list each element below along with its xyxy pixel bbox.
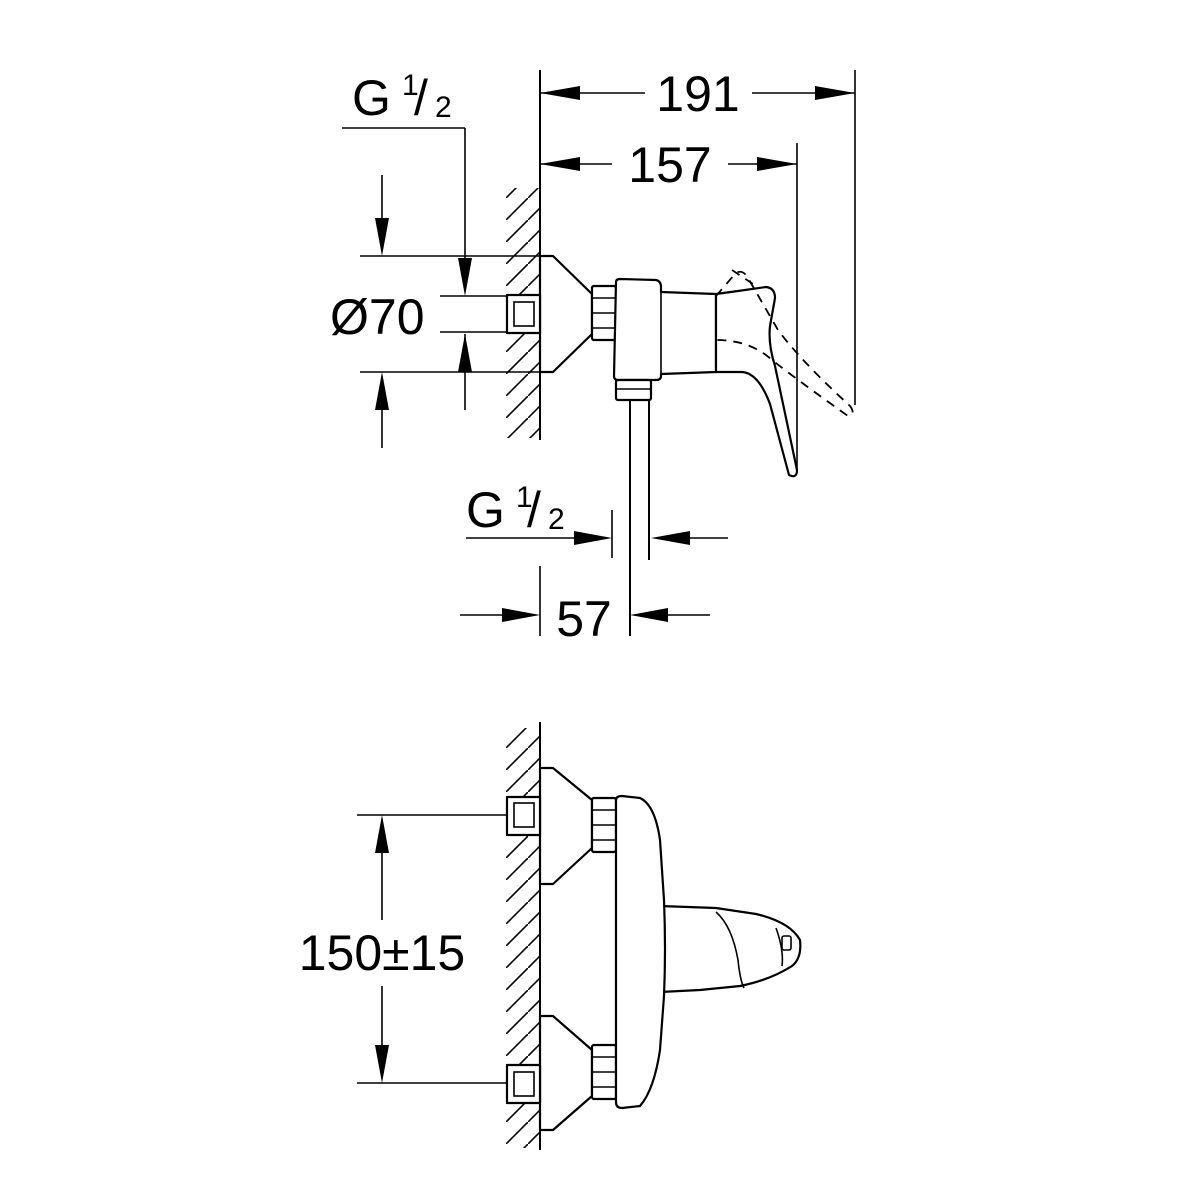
wall-hatching-top	[506, 70, 541, 440]
lever-handle-front	[658, 904, 802, 994]
thread-label-outlet: G 1 / 2	[466, 481, 728, 558]
svg-text:G: G	[466, 482, 505, 538]
thread-label-top: G 1 / 2	[342, 69, 507, 410]
lever-handle-open-dashed	[715, 270, 854, 417]
mixer-body-front	[614, 794, 667, 1110]
side-view: 191 157 G 1 / 2	[330, 66, 856, 647]
svg-text:2: 2	[435, 91, 452, 124]
flange-upper	[538, 766, 594, 886]
dimension-191-label: 191	[656, 66, 739, 122]
svg-text:G: G	[352, 70, 391, 126]
front-view: 150±15	[299, 722, 802, 1150]
dimension-191: 191	[540, 66, 856, 405]
wall-pipe-stub	[505, 293, 542, 335]
nut-lower	[590, 1043, 618, 1101]
svg-text:1: 1	[402, 69, 419, 102]
connector-nut-top	[590, 284, 618, 342]
svg-text:/: /	[527, 482, 541, 538]
dimension-157: 157	[540, 137, 798, 470]
svg-text:/: /	[414, 70, 428, 126]
dimension-150: 150±15	[299, 814, 507, 1084]
dimension-150-label: 150±15	[299, 925, 465, 981]
svg-text:2: 2	[548, 503, 565, 536]
svg-text:1: 1	[516, 481, 533, 514]
mixer-body-side	[612, 277, 718, 382]
dimension-57: 57	[460, 566, 710, 647]
nut-upper	[590, 796, 618, 854]
dimension-57-label: 57	[556, 591, 612, 647]
lever-handle-side	[714, 285, 799, 478]
flange-lower	[538, 1014, 594, 1132]
outlet-nut	[614, 378, 653, 402]
dimension-157-label: 157	[628, 137, 711, 193]
dimension-diameter-70-label: Ø70	[330, 289, 425, 345]
dimension-diameter-70: Ø70	[330, 175, 540, 448]
flange-top	[538, 254, 594, 374]
